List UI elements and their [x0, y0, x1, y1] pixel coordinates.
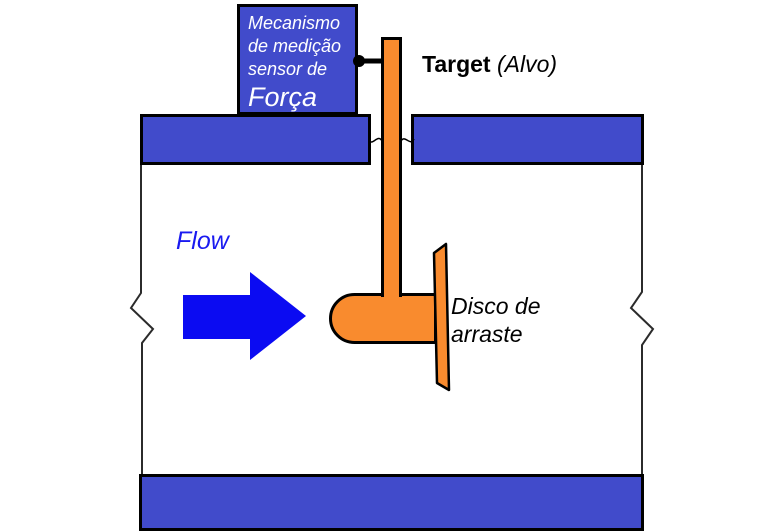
sensor-box-force-label: Força: [248, 82, 318, 112]
flow-arrow: [183, 272, 306, 360]
target-label-italic: (Alvo): [490, 51, 558, 77]
flow-label: Flow: [176, 227, 229, 255]
sensor-box-label: Mecanismo de medição sensor de: [248, 13, 342, 79]
drag-body: [329, 293, 437, 344]
pipe-wall-top-right: [411, 114, 644, 165]
pipe-wall-top-left: [140, 114, 371, 165]
pipe-wall-bottom: [139, 474, 644, 531]
target-label-bold: Target: [422, 51, 491, 77]
target-rod: [381, 37, 402, 297]
force-sensor-box: Mecanismo de medição sensor de Força: [237, 4, 358, 115]
pipe-break-left: [129, 165, 155, 474]
pipe-break-right: [629, 165, 655, 474]
target-label: Target (Alvo): [422, 51, 557, 78]
drag-disc-label: Disco de arraste: [451, 293, 541, 347]
